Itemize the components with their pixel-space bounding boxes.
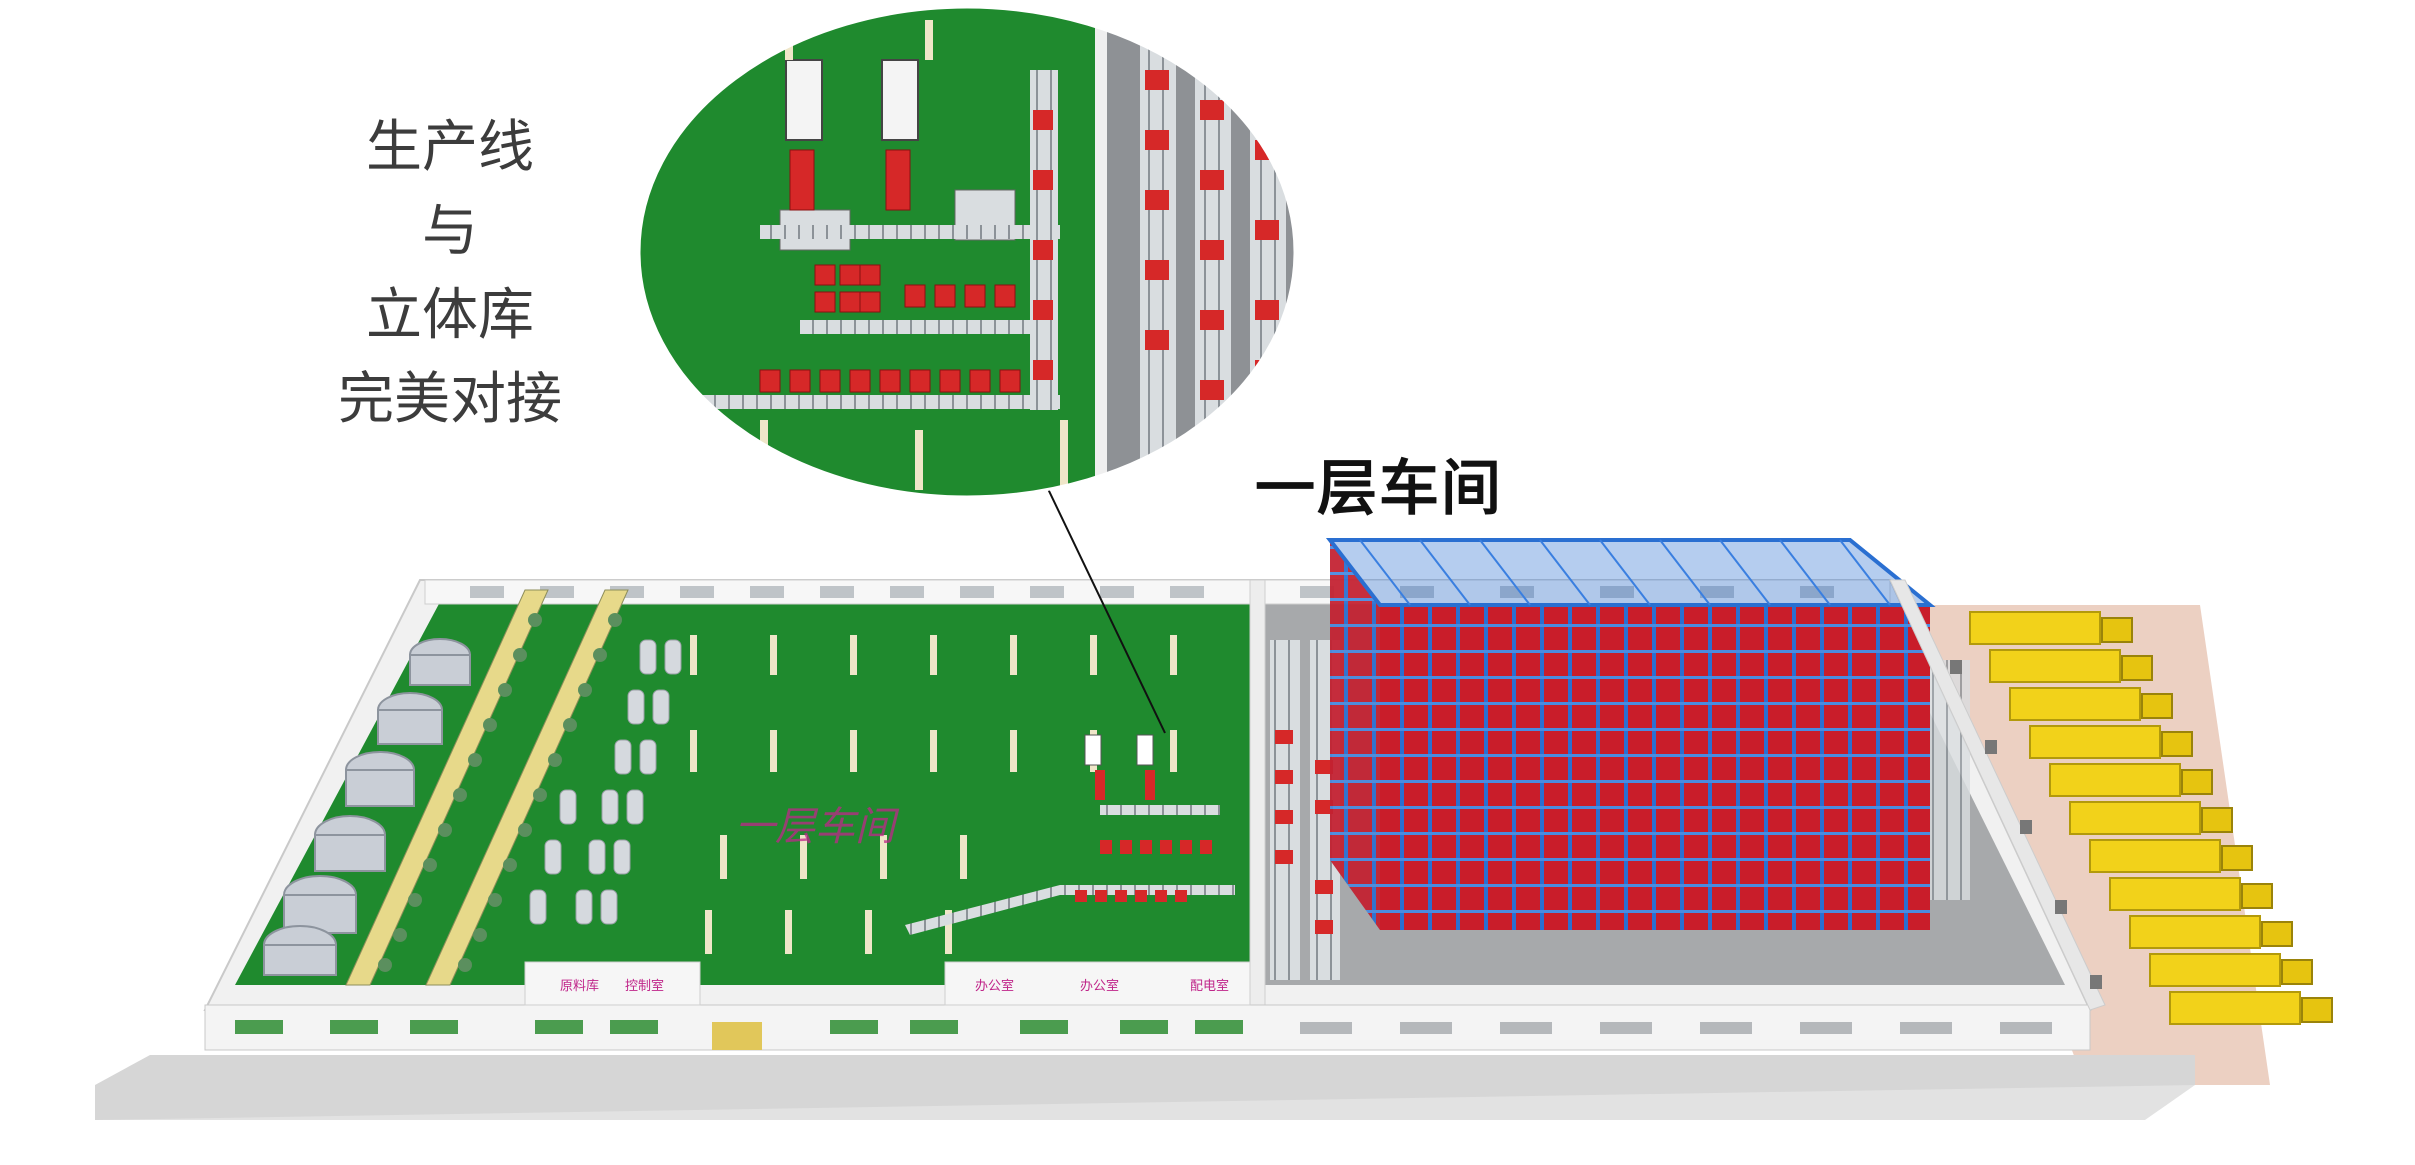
back-windows <box>470 586 1834 598</box>
warehouse-conveyors <box>1270 640 1340 980</box>
room-label-power: 配电室 <box>1190 978 1229 994</box>
room-label-raw: 原料库 <box>560 978 599 994</box>
section-label: 一层车间 <box>1255 454 1503 524</box>
headline-line-3: 立体库 <box>366 283 534 348</box>
room-block-left <box>524 961 701 1006</box>
front-windows <box>235 1020 1243 1034</box>
room-label-office-2: 办公室 <box>1080 978 1119 994</box>
storage-tanks <box>263 638 471 976</box>
production-line-small <box>905 734 1235 935</box>
headline-line-2: 与 <box>422 199 478 264</box>
truck-fleet <box>1950 611 2333 1025</box>
room-label-control: 控制室 <box>625 978 664 994</box>
floor-watermark: 一层车间 <box>735 804 900 850</box>
right-wall <box>1889 579 2106 1011</box>
ground-edge <box>95 1055 2195 1120</box>
front-windows-warehouse <box>1300 1022 2052 1034</box>
room-label-office-1: 办公室 <box>975 978 1014 994</box>
room-block-right <box>944 961 1251 1006</box>
filling-lines <box>345 589 629 986</box>
mixing-tanks <box>529 639 682 925</box>
zoom-inset <box>637 5 1297 499</box>
headline-line-4: 完美对接 <box>338 367 562 432</box>
headline-line-1: 生产线 <box>366 115 534 180</box>
front-door <box>712 1022 762 1050</box>
divider-wall <box>1249 579 1266 1011</box>
high-bay-rack <box>1325 538 1970 930</box>
